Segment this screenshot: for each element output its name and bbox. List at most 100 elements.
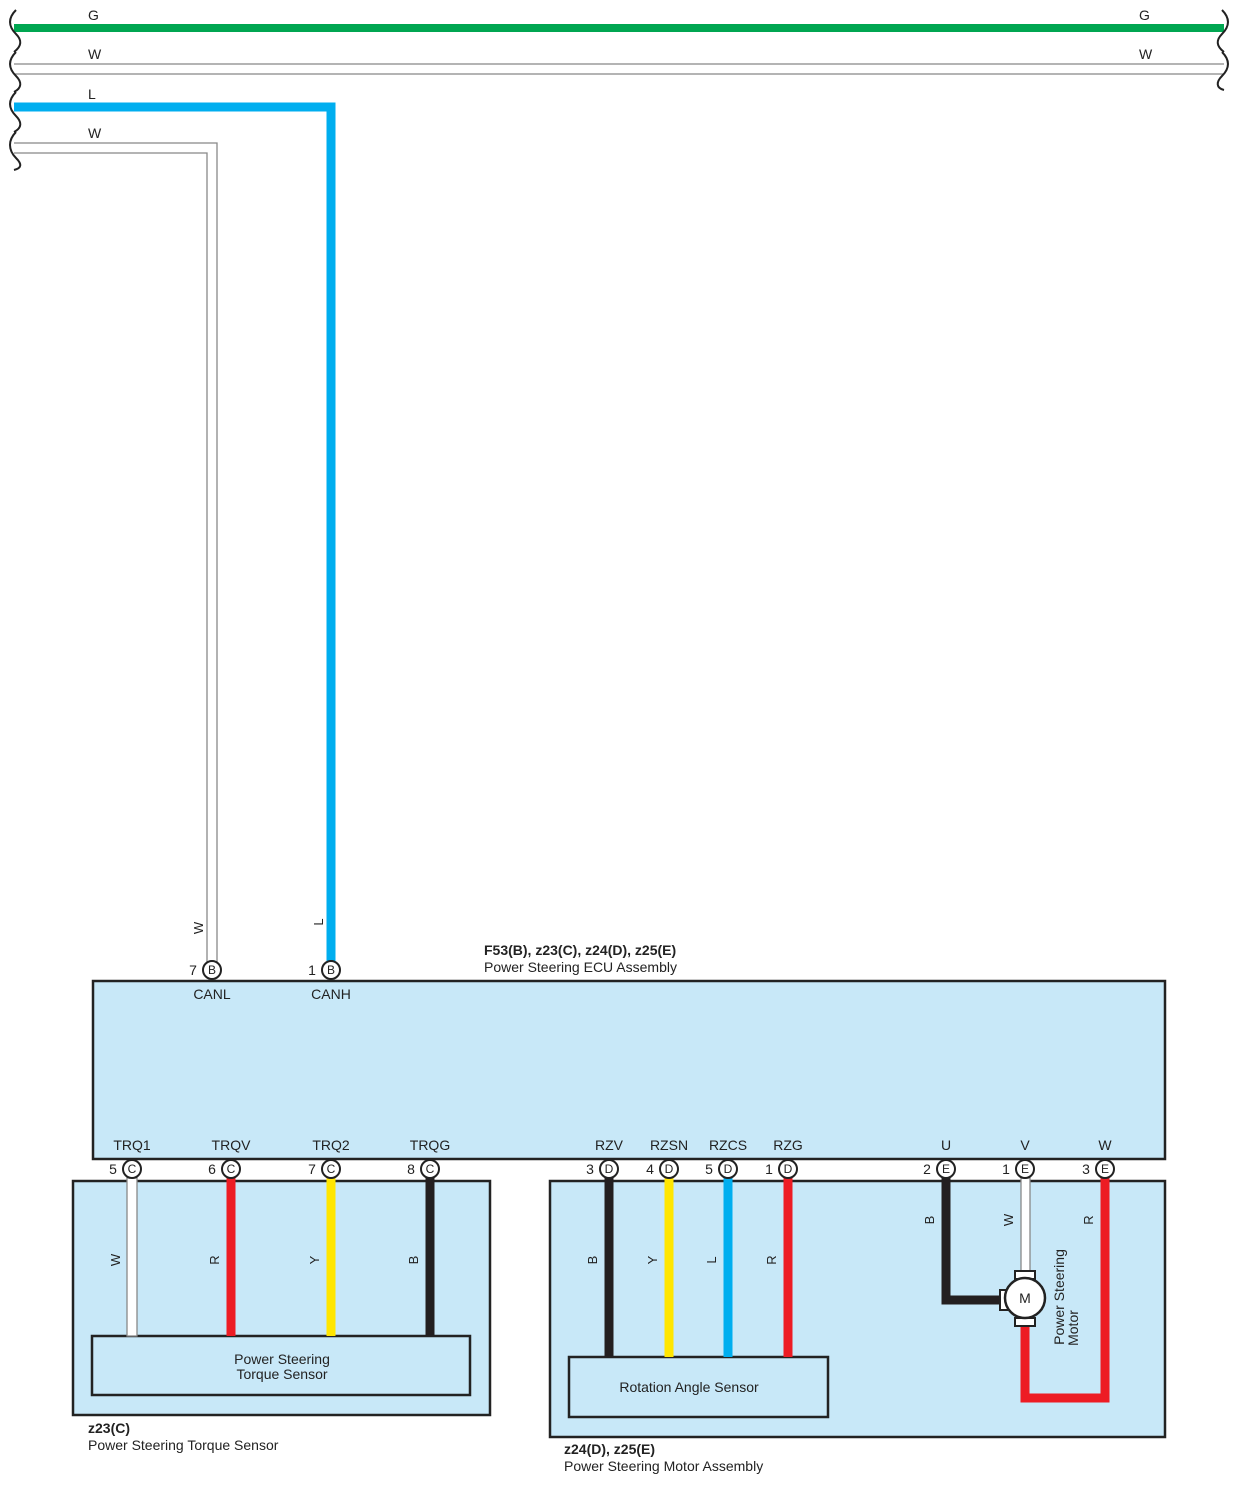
wire-code: L bbox=[704, 1256, 719, 1263]
pin-connector: D bbox=[605, 1162, 614, 1176]
pin-signal: TRQV bbox=[212, 1137, 252, 1153]
torque-assy-connector: z23(C) bbox=[88, 1420, 130, 1436]
pin-number: 3 bbox=[586, 1161, 594, 1177]
ecu-connectors: F53(B), z23(C), z24(D), z25(E) bbox=[484, 942, 676, 958]
pin-connector: C bbox=[327, 1162, 336, 1176]
motor-assy-connectors: z24(D), z25(E) bbox=[564, 1441, 655, 1457]
pin-signal: RZSN bbox=[650, 1137, 688, 1153]
pin-number: 1 bbox=[1002, 1161, 1010, 1177]
wire-w-canl-inner bbox=[14, 152, 208, 962]
motor-symbol: M bbox=[999, 1270, 1047, 1327]
pin-connector: C bbox=[227, 1162, 236, 1176]
canl-wire-code: W bbox=[191, 921, 206, 934]
pin-signal: W bbox=[1098, 1137, 1112, 1153]
break-mark-left-2 bbox=[9, 51, 22, 93]
wire-code: R bbox=[207, 1255, 222, 1264]
pin-signal: V bbox=[1020, 1137, 1030, 1153]
pin-signal: TRQ2 bbox=[312, 1137, 350, 1153]
wire-l-label-left: L bbox=[88, 86, 96, 102]
wire-code: W bbox=[1001, 1213, 1016, 1226]
wire-code: B bbox=[585, 1256, 600, 1265]
ecu-assembly: F53(B), z23(C), z24(D), z25(E) Power Ste… bbox=[91, 942, 1167, 1161]
motor-wire-w bbox=[1020, 1178, 1110, 1403]
pin-connector: E bbox=[1021, 1162, 1029, 1176]
motor-assembly: Rotation Angle Sensor z24(D), z25(E) Pow… bbox=[548, 1177, 1167, 1474]
wire-w2-label-left: W bbox=[88, 125, 102, 141]
ecu-name: Power Steering ECU Assembly bbox=[484, 959, 677, 975]
pin-circle bbox=[778, 1159, 798, 1179]
motor-label-line2: Motor bbox=[1065, 1310, 1081, 1346]
wire-l-canh bbox=[14, 102, 336, 962]
motor-wire-u bbox=[941, 1178, 1004, 1305]
pin-connector: D bbox=[665, 1162, 674, 1176]
pin-number: 5 bbox=[109, 1161, 117, 1177]
pin-signal: RZCS bbox=[709, 1137, 747, 1153]
pin-signal: U bbox=[941, 1137, 951, 1153]
pin-signal: TRQG bbox=[410, 1137, 450, 1153]
pin-circle bbox=[599, 1159, 619, 1179]
pin-signal: CANH bbox=[311, 986, 351, 1002]
pin-number: 1 bbox=[765, 1161, 773, 1177]
pin-circle bbox=[718, 1159, 738, 1179]
motor-assy-name: Power Steering Motor Assembly bbox=[564, 1458, 763, 1474]
pin-number: 1 bbox=[308, 962, 316, 978]
pin-circle bbox=[321, 960, 341, 980]
rotation-sensor-label: Rotation Angle Sensor bbox=[619, 1379, 759, 1395]
pin-number: 6 bbox=[208, 1161, 216, 1177]
wire-w-label-right: W bbox=[1139, 46, 1153, 62]
pin-circle bbox=[659, 1159, 679, 1179]
wire-code: W bbox=[108, 1253, 123, 1266]
break-mark-left-4 bbox=[9, 131, 22, 171]
motor-wire-v bbox=[1020, 1177, 1031, 1279]
ecu-pin-canh: 1 B CANH bbox=[308, 960, 351, 1002]
pin-connector: C bbox=[426, 1162, 435, 1176]
break-mark-right-2 bbox=[1216, 51, 1229, 91]
pin-signal: RZV bbox=[595, 1137, 624, 1153]
wire-code: Y bbox=[645, 1255, 660, 1264]
pin-circle bbox=[122, 1159, 142, 1179]
pin-circle bbox=[321, 1159, 341, 1179]
motor-letter: M bbox=[1019, 1290, 1031, 1306]
pin-number: 4 bbox=[646, 1161, 654, 1177]
pin-connector: B bbox=[327, 963, 335, 977]
wire-w-label-left: W bbox=[88, 46, 102, 62]
ecu-box bbox=[91, 979, 1167, 1161]
torque-sensor-box bbox=[90, 1334, 472, 1397]
break-mark-right-1 bbox=[1216, 9, 1229, 53]
wire-code: R bbox=[1081, 1215, 1096, 1224]
pin-signal: CANL bbox=[193, 986, 231, 1002]
wire-g-label-left: G bbox=[88, 7, 99, 23]
wire-trq1 bbox=[126, 1177, 138, 1337]
motor-label-line1: Power Steering bbox=[1051, 1249, 1067, 1345]
pin-connector: B bbox=[208, 963, 216, 977]
pin-connector: E bbox=[1101, 1162, 1109, 1176]
wire-code: Y bbox=[307, 1255, 322, 1264]
ecu-pin-canl: 7 B CANL bbox=[189, 960, 231, 1002]
break-mark-left-3 bbox=[9, 91, 22, 133]
wire-w-canl-outer bbox=[14, 142, 218, 962]
torque-sensor-line1: Power Steering bbox=[234, 1351, 330, 1367]
pin-signal: TRQ1 bbox=[113, 1137, 151, 1153]
pin-number: 8 bbox=[407, 1161, 415, 1177]
pin-connector: D bbox=[724, 1162, 733, 1176]
pin-circle bbox=[1015, 1159, 1035, 1179]
motor-circle bbox=[1003, 1276, 1047, 1320]
pin-connector: C bbox=[128, 1162, 137, 1176]
canh-wire-code: L bbox=[311, 918, 326, 925]
rotation-sensor-box bbox=[567, 1355, 830, 1419]
wire-code: B bbox=[922, 1216, 937, 1225]
pin-number: 5 bbox=[705, 1161, 713, 1177]
pin-signal: RZG bbox=[773, 1137, 803, 1153]
pin-number: 3 bbox=[1082, 1161, 1090, 1177]
